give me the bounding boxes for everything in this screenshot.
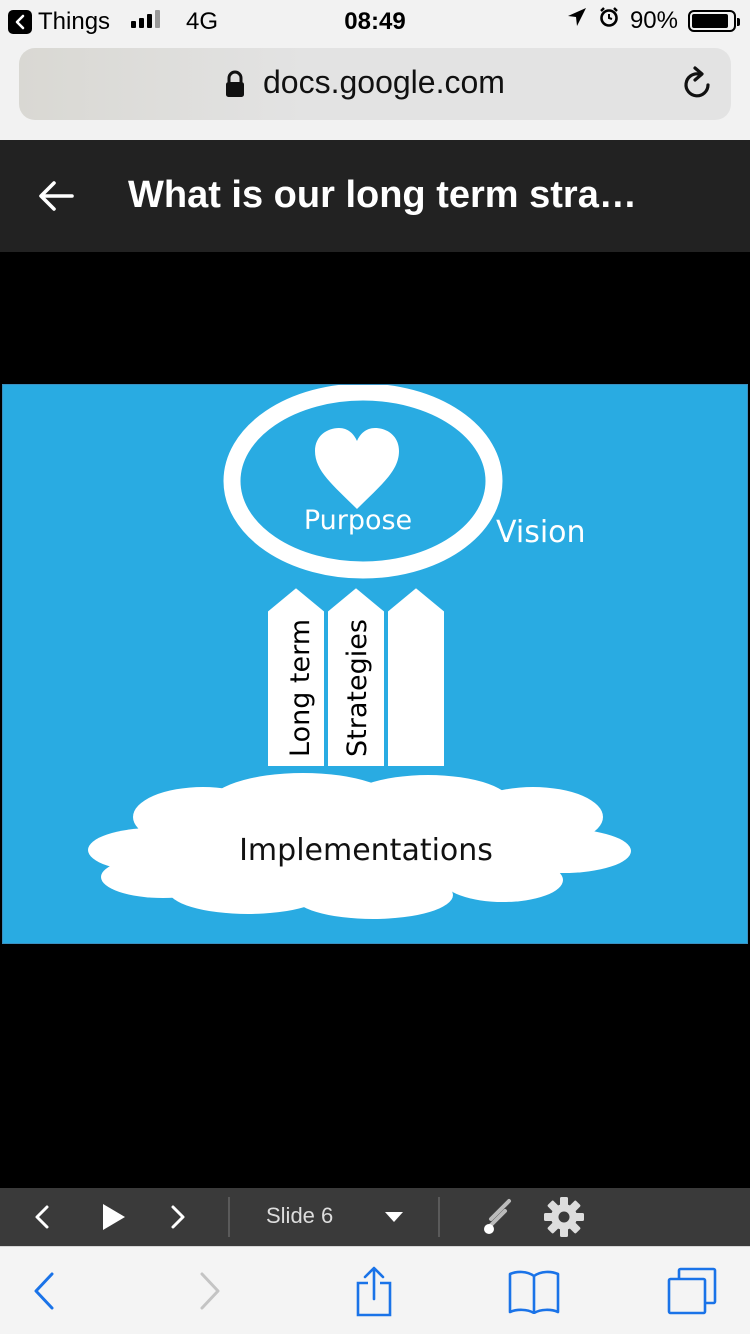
implementations-label: Implementations — [239, 833, 493, 868]
pillar-shape — [326, 585, 386, 768]
network-type: 4G — [186, 8, 219, 35]
forward-icon — [200, 1272, 220, 1310]
battery-level — [692, 13, 728, 28]
browser-forward-button[interactable] — [188, 1247, 232, 1334]
tabs-button[interactable] — [664, 1247, 720, 1334]
pillar-shape — [266, 585, 326, 768]
next-slide-icon — [171, 1205, 185, 1229]
pillar-label-strategies: Strategies — [342, 619, 373, 757]
alarm-icon — [598, 6, 620, 35]
vision-label: Vision — [496, 515, 586, 550]
battery-percent: 90% — [629, 6, 678, 34]
back-arrow-icon[interactable] — [38, 180, 74, 217]
cloud-shape — [88, 773, 631, 919]
lock-icon — [224, 70, 246, 103]
slide[interactable]: Purpose Vision Long term Strategies Impl… — [2, 383, 748, 944]
laser-pointer-icon — [484, 1199, 511, 1234]
battery-icon — [688, 9, 740, 32]
reload-icon[interactable] — [681, 65, 715, 106]
play-button[interactable] — [92, 1188, 136, 1246]
heart-icon — [315, 428, 399, 509]
purpose-label: Purpose — [303, 505, 413, 536]
signal-icon — [131, 10, 160, 28]
browser-chrome: docs.google.com — [0, 40, 750, 140]
location-icon — [566, 6, 588, 35]
back-to-app-button[interactable]: Things — [8, 8, 110, 36]
toolbar-divider — [228, 1197, 230, 1237]
share-button[interactable] — [350, 1247, 398, 1334]
pillar-shape — [386, 585, 446, 768]
safari-toolbar — [0, 1246, 750, 1334]
settings-button[interactable] — [540, 1188, 588, 1246]
laser-pointer-button[interactable] — [474, 1188, 518, 1246]
slide-graphics — [88, 383, 631, 919]
bookmarks-icon — [508, 1270, 560, 1314]
back-app-icon — [8, 10, 32, 34]
gear-icon — [544, 1197, 584, 1237]
share-icon — [356, 1266, 392, 1317]
page-title: What is our long term stra… — [128, 174, 637, 216]
status-bar: Things 4G 08:49 90% — [0, 0, 750, 40]
play-icon — [103, 1204, 125, 1230]
slide-toolbar: Slide 6 — [0, 1188, 750, 1246]
slide-viewport: Purpose Vision Long term Strategies Impl… — [0, 252, 750, 1188]
clock: 08:49 — [344, 8, 406, 35]
browser-back-button[interactable] — [22, 1247, 66, 1334]
prev-slide-button[interactable] — [22, 1188, 62, 1246]
toolbar-divider — [438, 1197, 440, 1237]
prev-slide-icon — [35, 1205, 49, 1229]
doc-header: What is our long term stra… — [0, 140, 750, 252]
bookmarks-button[interactable] — [506, 1247, 562, 1334]
back-app-label: Things — [38, 8, 111, 35]
pillar-label-long-term: Long term — [285, 618, 316, 757]
purpose-ellipse — [223, 383, 503, 579]
tabs-icon — [667, 1267, 717, 1315]
next-slide-button[interactable] — [158, 1188, 198, 1246]
address-bar[interactable]: docs.google.com — [19, 48, 731, 120]
back-icon — [34, 1272, 54, 1310]
chevron-down-icon — [385, 1212, 403, 1222]
slide-picker-dropdown[interactable] — [376, 1188, 412, 1246]
url-text: docs.google.com — [263, 64, 505, 100]
slide-number-label[interactable]: Slide 6 — [266, 1203, 334, 1228]
